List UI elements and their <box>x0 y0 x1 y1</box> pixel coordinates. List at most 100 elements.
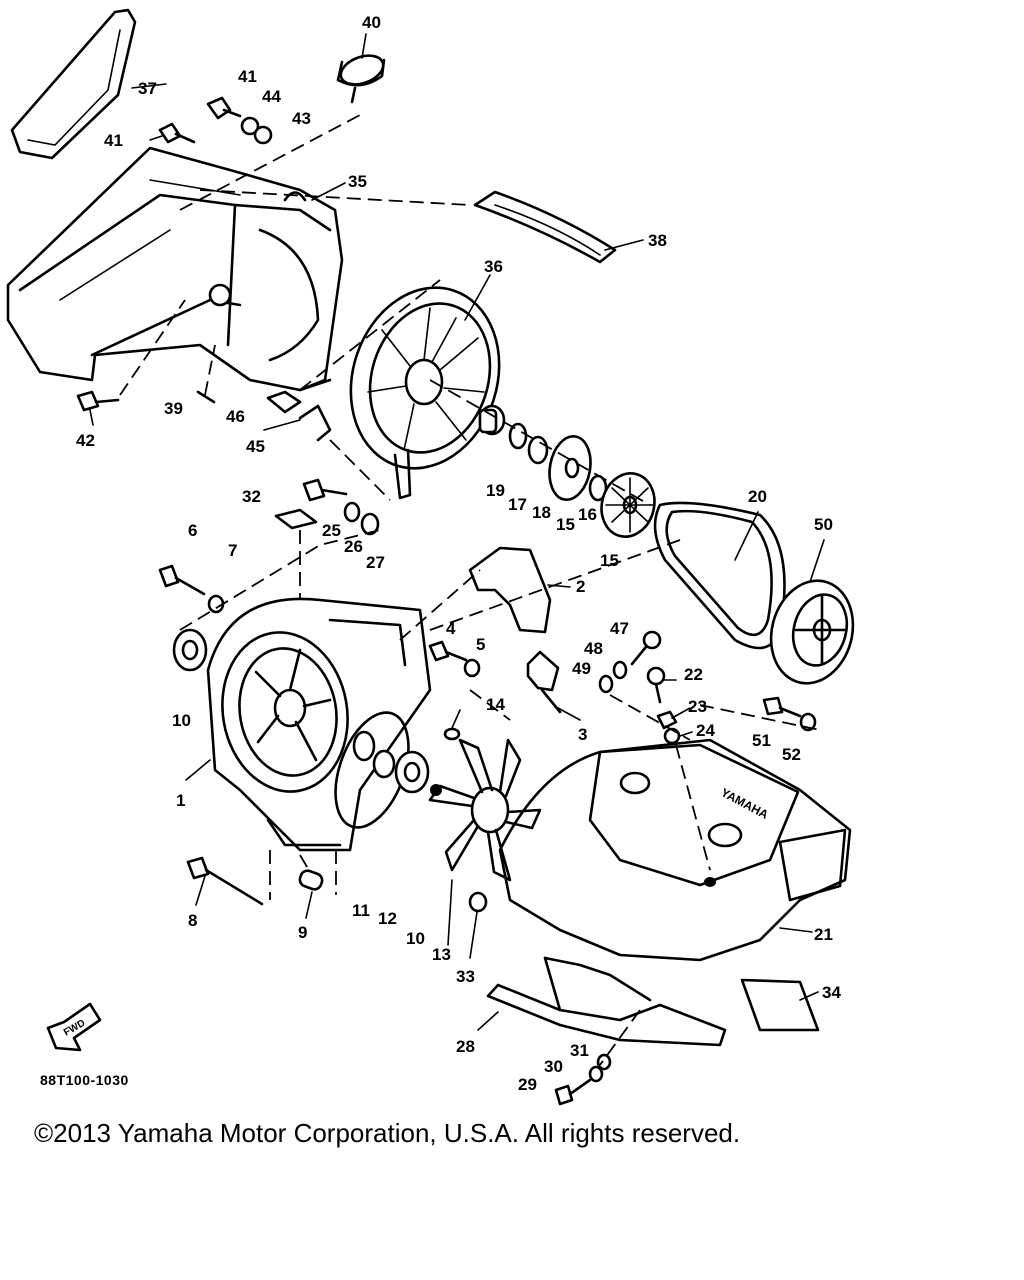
callout-39: 39 <box>164 399 183 418</box>
part-2-cover <box>468 546 552 634</box>
callout-40: 40 <box>362 13 381 32</box>
part-25-bolt <box>302 478 348 502</box>
callout-17: 17 <box>508 495 527 514</box>
part-35-intake-housing <box>6 146 344 392</box>
part-11-seal <box>352 730 376 762</box>
callout-52: 52 <box>782 745 801 764</box>
callout-32: 32 <box>242 487 261 506</box>
callout-51: 51 <box>752 731 771 750</box>
part-45-bracket <box>298 404 332 442</box>
part-5-washer <box>463 658 481 678</box>
callout-28: 28 <box>456 1037 475 1056</box>
callout-50: 50 <box>814 515 833 534</box>
part-26-washer <box>343 501 361 523</box>
part-30-washer <box>588 1065 604 1083</box>
callout-7: 7 <box>228 541 237 560</box>
callout-22: 22 <box>684 665 703 684</box>
part-15-pulley-disc-a <box>548 434 592 502</box>
part-3-clip <box>526 650 562 714</box>
callout-27: 27 <box>366 553 385 572</box>
part-48-spring-washer <box>612 660 628 680</box>
callout-46: 46 <box>226 407 245 426</box>
callout-47: 47 <box>610 619 629 638</box>
part-39-screw <box>196 390 216 404</box>
callout-8: 8 <box>188 911 197 930</box>
part-44-washer <box>240 116 260 136</box>
callout-11: 11 <box>352 901 370 920</box>
callout-21: 21 <box>814 925 833 944</box>
leader-lines <box>89 33 825 1031</box>
part-51-bolt <box>762 696 802 718</box>
diagram-reference-code: 88T100-1030 <box>40 1072 129 1088</box>
callout-13: 13 <box>432 945 451 964</box>
callout-15: 15 <box>600 551 619 570</box>
part-15-pulley-disc-b <box>600 472 656 538</box>
part-43-washer <box>253 125 273 145</box>
callout-41: 41 <box>104 131 123 150</box>
part-34-pad <box>740 978 820 1032</box>
callout-44: 44 <box>262 87 281 106</box>
part-17-washer <box>508 422 528 450</box>
callout-49: 49 <box>572 659 591 678</box>
callout-12: 12 <box>378 909 397 928</box>
callout-14: 14 <box>486 695 505 714</box>
part-10-bearing-left <box>172 628 208 672</box>
callout-20: 20 <box>748 487 767 506</box>
callout-3: 3 <box>578 725 587 744</box>
callout-33: 33 <box>456 967 475 986</box>
part-19-spacer <box>478 404 506 436</box>
part-28-bracket <box>486 956 727 1047</box>
part-9-collar <box>298 869 324 891</box>
callout-23: 23 <box>688 697 707 716</box>
part-21-outer-cover: YAMAHA <box>498 738 852 962</box>
callout-2: 2 <box>576 577 585 596</box>
part-10-bearing-right <box>394 750 430 794</box>
part-47-bolt <box>630 630 662 666</box>
callout-30: 30 <box>544 1057 563 1076</box>
part-36-fan-shroud <box>349 286 501 500</box>
callout-38: 38 <box>648 231 667 250</box>
callout-29: 29 <box>518 1075 537 1094</box>
part-42-bolt <box>76 390 120 412</box>
callout-45: 45 <box>246 437 265 456</box>
callout-19: 19 <box>486 481 505 500</box>
part-41-bolt-lower <box>158 122 196 144</box>
callout-16: 16 <box>578 505 597 524</box>
part-38-curved-shield <box>473 190 617 264</box>
part-23-nut <box>656 710 678 730</box>
copyright-notice: ©2013 Yamaha Motor Corporation, U.S.A. A… <box>34 1118 741 1148</box>
callout-48: 48 <box>584 639 603 658</box>
part-4-bolt <box>428 640 468 662</box>
part-24-washer <box>663 727 681 745</box>
exploded-parts-diagram: YAMAHA FWD <box>6 8 855 1106</box>
part-22-screw <box>646 666 666 704</box>
callout-24: 24 <box>696 721 715 740</box>
part-41-bolt-upper <box>206 96 242 120</box>
part-7-washer <box>207 594 225 614</box>
callout-9: 9 <box>298 923 307 942</box>
part-31-washer <box>596 1053 612 1071</box>
part-20-belt <box>653 501 786 650</box>
callout-31: 31 <box>570 1041 589 1060</box>
callout-42: 42 <box>76 431 95 450</box>
part-33-washer <box>468 891 488 913</box>
part-18-washer <box>527 435 549 465</box>
callout-5: 5 <box>476 635 485 654</box>
yamaha-badge-lettering: YAMAHA <box>719 785 771 822</box>
callout-25: 25 <box>322 521 341 540</box>
part-1-main-housing <box>206 597 432 852</box>
callout-34: 34 <box>822 983 841 1002</box>
part-50-pulley <box>769 579 855 685</box>
part-29-bolt <box>554 1078 592 1106</box>
callout-36: 36 <box>484 257 503 276</box>
callout-15: 15 <box>556 515 575 534</box>
part-12-washer <box>372 749 396 779</box>
part-40-bushing <box>336 54 386 104</box>
callouts: 40 37 41 44 43 41 35 38 36 42 39 46 45 1… <box>76 13 841 1094</box>
part-49-washer <box>598 674 614 694</box>
callout-4: 4 <box>446 619 456 638</box>
callout-37: 37 <box>138 79 157 98</box>
callout-43: 43 <box>292 109 311 128</box>
callout-10: 10 <box>406 929 425 948</box>
callout-6: 6 <box>188 521 197 540</box>
